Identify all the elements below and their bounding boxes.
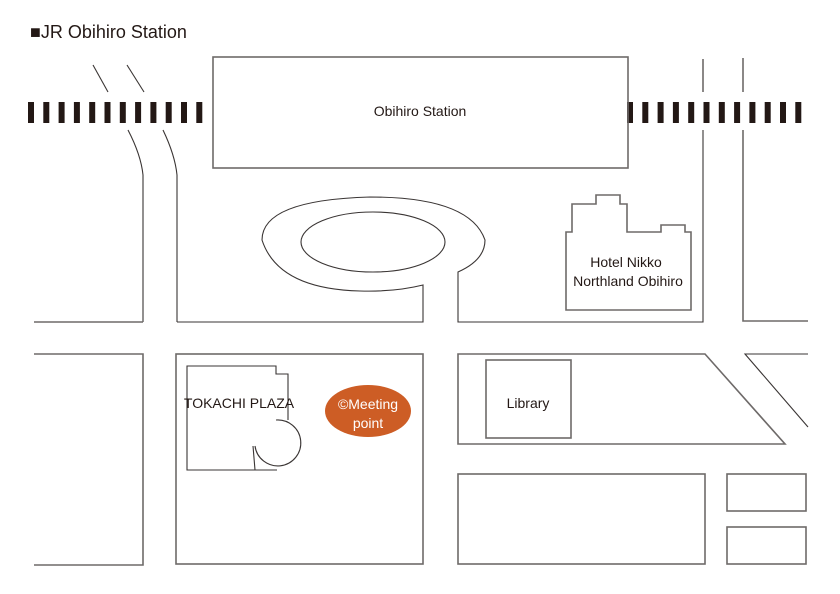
meeting-point-label-line1: ©Meeting (338, 396, 398, 412)
railway-tie (181, 102, 187, 123)
railway-tie (688, 102, 695, 123)
map-title: ■JR Obihiro Station (30, 22, 187, 42)
roundabout-inner (300, 211, 446, 273)
railway-tie (764, 102, 771, 123)
city-block (34, 353, 144, 566)
railway-tie (642, 102, 649, 123)
railway-tie (780, 102, 786, 123)
station-building (212, 56, 629, 169)
tokachi-plaza-round-wing (254, 419, 302, 467)
library-building (485, 359, 572, 439)
plaza-block (175, 353, 424, 565)
railway-tie (89, 102, 96, 123)
road-edge (162, 129, 178, 322)
hotel-label-line2: Northland Obihiro (573, 273, 683, 289)
railway-tie (795, 102, 802, 123)
railway-tie (703, 102, 710, 123)
city-block (726, 473, 807, 512)
meeting-point-marker[interactable]: ©Meeting point (325, 385, 411, 437)
city-block (726, 526, 807, 565)
road-edge (742, 130, 808, 322)
railway-tie (718, 102, 725, 123)
roundabout-outer (177, 130, 704, 323)
building-edge (252, 445, 256, 471)
station-label: Obihiro Station (374, 103, 467, 119)
railway-track-east (627, 102, 802, 123)
library-label: Library (507, 395, 550, 411)
railway-tie (73, 102, 80, 123)
railway-tie (672, 102, 679, 123)
railway-tie (43, 102, 50, 123)
railway-tie (657, 102, 664, 123)
hotel-building (565, 194, 692, 311)
railway-tie (165, 102, 172, 123)
road-edge (743, 353, 809, 428)
railway-tie (135, 102, 142, 123)
railway-tie (627, 102, 633, 123)
meeting-point-label-line2: point (353, 415, 383, 431)
road-edge (127, 129, 144, 322)
plaza-label: TOKACHI PLAZA (184, 395, 295, 411)
railway-tie (119, 102, 126, 123)
railway-tie (150, 102, 157, 123)
city-block (457, 473, 706, 565)
meeting-point-badge (325, 385, 411, 437)
road-edge (126, 64, 145, 93)
railway-tie (196, 102, 203, 123)
library-block (457, 353, 787, 445)
tokachi-plaza-building (186, 365, 289, 471)
railway-tie (734, 102, 741, 123)
railway-tie (749, 102, 756, 123)
hotel-label-line1: Hotel Nikko (590, 254, 662, 270)
road-edge (92, 64, 109, 93)
railway-tie (58, 102, 65, 123)
railway-tie (28, 102, 34, 123)
railway-track-west (28, 102, 203, 123)
railway-tie (104, 102, 111, 123)
